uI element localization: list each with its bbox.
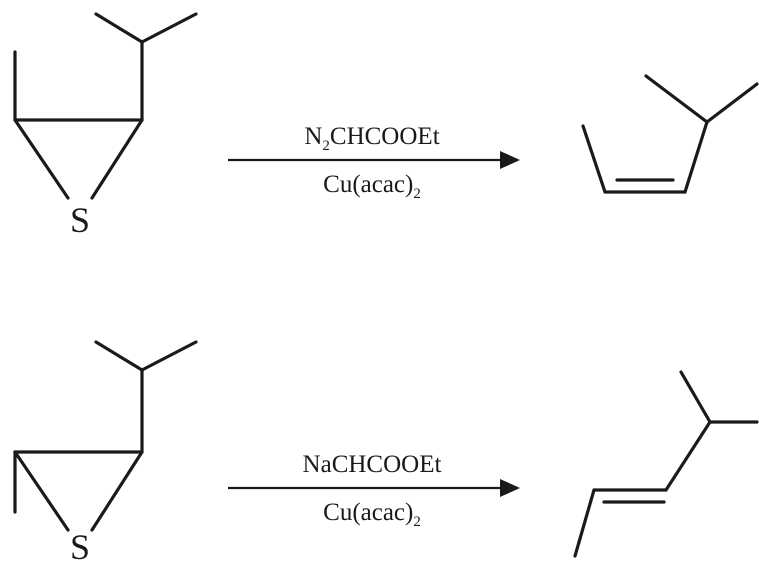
reactant-2-isopropyl-branch-left <box>94 340 144 372</box>
product-2-trans-alkene <box>573 370 759 558</box>
product-1-isopropyl-branch-right <box>705 82 759 124</box>
reactant-1-isopropyl-branch-left <box>94 12 144 44</box>
reaction-1-catalyst-prefix: Cu(acac) <box>323 171 413 198</box>
product-1-methyl-bond <box>581 124 607 194</box>
reaction-1-reagent-prefix: N <box>304 123 322 150</box>
product-1-vinyl-ch-bond <box>683 120 709 194</box>
reaction-2-reagent: NaCHCOOEt <box>303 451 442 478</box>
product-1-isopropyl-branch-left <box>644 74 709 124</box>
reactant-1-ring-cs-bond-left <box>13 118 70 200</box>
reaction-2: S NaCHCOOEt Cu(acac)2 <box>13 340 759 561</box>
reactant-2-ring-cs-bond-right <box>90 450 144 532</box>
reactant-2-thiirane: S <box>13 340 198 561</box>
reactant-1-isopropyl-branch-right <box>140 12 198 44</box>
reaction-2-reagent-prefix: NaCHCOOEt <box>303 451 442 478</box>
product-1-cis-alkene <box>581 74 759 194</box>
reactant-2-ring-cs-bond-left <box>13 450 70 532</box>
reaction-1-reagent: N2CHCOOEt <box>304 123 439 154</box>
reactant-1-ring-cs-bond-right <box>90 118 144 200</box>
product-2-methyl-bond <box>573 488 596 558</box>
reaction-2-arrow-head <box>500 479 520 497</box>
reactant-1-thiirane: S <box>13 12 198 240</box>
reaction-2-catalyst-subscript: 2 <box>413 514 421 530</box>
reaction-1: S N2CHCOOEt Cu(acac)2 <box>13 12 759 240</box>
reactant-2-sulfur-atom: S <box>70 527 90 561</box>
product-2-vinyl-ch-bond <box>664 420 712 492</box>
reaction-1-catalyst: Cu(acac)2 <box>323 171 421 202</box>
product-2-isopropyl-branch-up <box>679 370 712 424</box>
reaction-2-arrow <box>228 479 520 497</box>
reaction-1-catalyst-subscript: 2 <box>413 186 421 202</box>
reaction-1-reagent-suffix: CHCOOEt <box>330 123 440 150</box>
reaction-2-catalyst-prefix: Cu(acac) <box>323 499 413 526</box>
reaction-1-arrow-head <box>500 151 520 169</box>
reactant-1-sulfur-atom: S <box>70 200 90 240</box>
reaction-2-catalyst: Cu(acac)2 <box>323 499 421 530</box>
reaction-1-reagent-subscript: 2 <box>322 138 330 154</box>
reactant-2-isopropyl-branch-right <box>140 340 198 372</box>
reaction-1-arrow <box>228 151 520 169</box>
